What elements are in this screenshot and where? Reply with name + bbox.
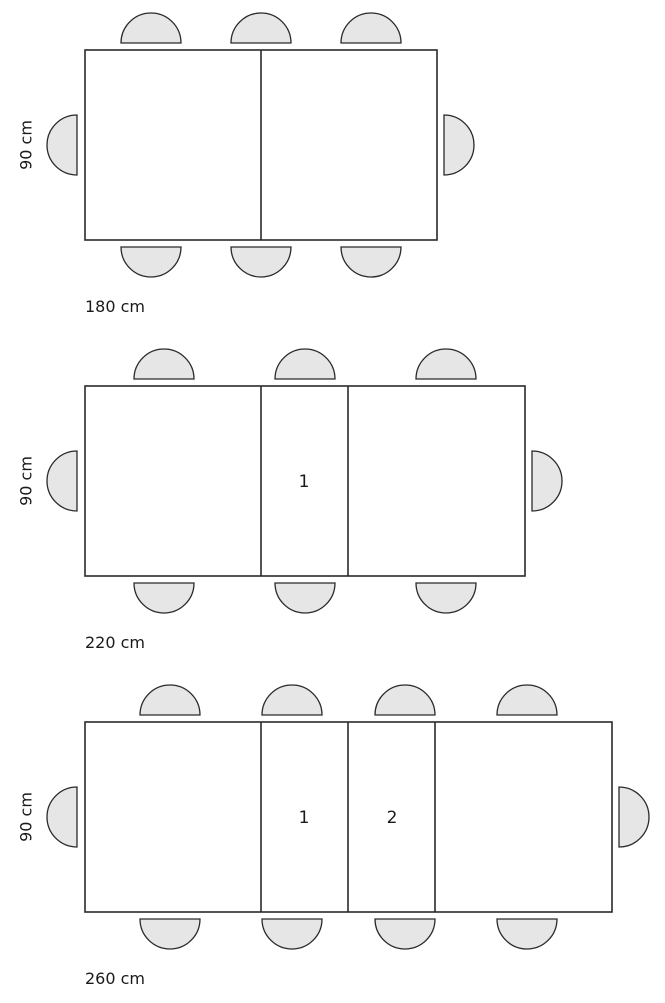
chair-left-end <box>46 114 78 176</box>
chair <box>415 582 477 614</box>
chair <box>340 12 402 44</box>
chair <box>133 582 195 614</box>
length-label: 180 cm <box>85 297 145 316</box>
chair <box>230 246 292 278</box>
chair <box>139 684 201 716</box>
depth-label: 90 cm <box>17 792 36 842</box>
chair <box>496 918 558 950</box>
leaf-number: 1 <box>299 472 310 492</box>
depth-label: 90 cm <box>17 120 36 170</box>
chairs-bottom-220 <box>133 582 477 614</box>
chair <box>139 918 201 950</box>
chairs-top-220 <box>133 348 477 380</box>
leaf-number: 2 <box>387 808 398 828</box>
table-top <box>84 385 526 577</box>
chair-right-end <box>531 450 563 512</box>
table-260: 1 2 90 cm 260 cm <box>17 684 650 988</box>
length-label: 260 cm <box>85 969 145 988</box>
chair <box>261 684 323 716</box>
chairs-bottom-180 <box>120 246 402 278</box>
chairs-top-260 <box>139 684 558 716</box>
chair <box>120 246 182 278</box>
chair-right-end <box>443 114 475 176</box>
chair <box>230 12 292 44</box>
chair <box>374 684 436 716</box>
chairs-top-180 <box>120 12 402 44</box>
chair <box>133 348 195 380</box>
chair <box>496 684 558 716</box>
chair-right-end <box>618 786 650 848</box>
table-180: 90 cm 180 cm <box>17 12 475 316</box>
depth-label: 90 cm <box>17 456 36 506</box>
chair <box>274 348 336 380</box>
chair <box>415 348 477 380</box>
chair <box>340 246 402 278</box>
chair <box>274 582 336 614</box>
length-label: 220 cm <box>85 633 145 652</box>
chair-left-end <box>46 450 78 512</box>
leaf-number: 1 <box>299 808 310 828</box>
chair <box>261 918 323 950</box>
chair-left-end <box>46 786 78 848</box>
chair <box>374 918 436 950</box>
table-220: 1 90 cm 220 cm <box>17 348 563 652</box>
chair <box>120 12 182 44</box>
chairs-bottom-260 <box>139 918 558 950</box>
